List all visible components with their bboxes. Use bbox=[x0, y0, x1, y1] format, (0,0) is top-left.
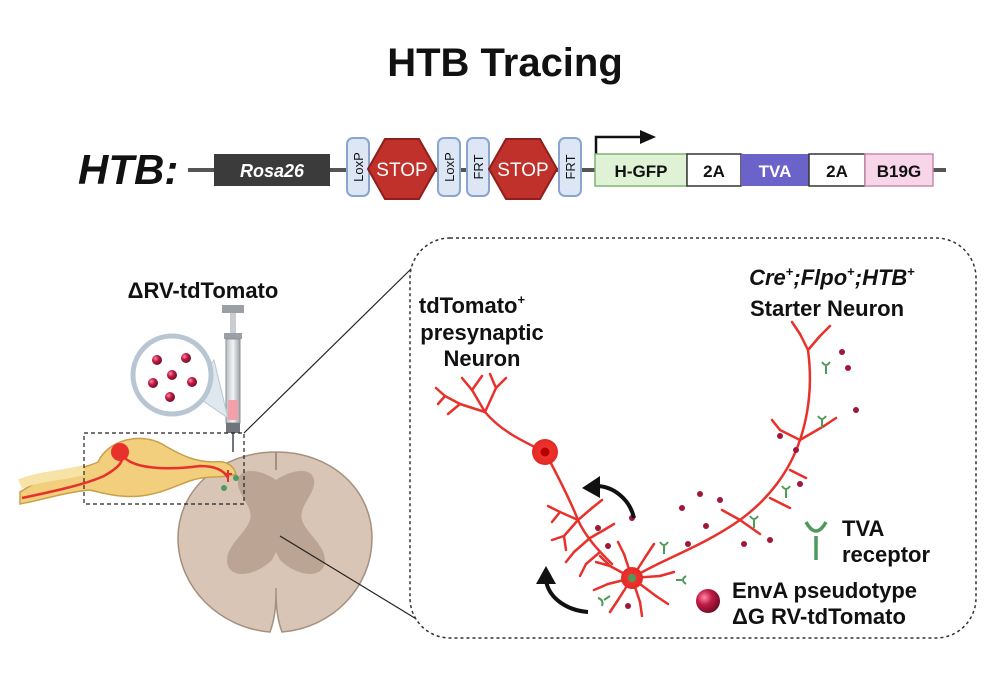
promoter-arrowhead-icon bbox=[640, 130, 656, 144]
frt-site-2 bbox=[558, 137, 582, 197]
hgfp-label: H-GFP bbox=[615, 162, 668, 181]
starter-neuron bbox=[592, 320, 838, 618]
starter-label-line2: Starter Neuron bbox=[750, 296, 904, 321]
starter-nucleus bbox=[628, 574, 636, 582]
rosa26-box bbox=[214, 154, 330, 186]
tva-legend-label-2: receptor bbox=[842, 542, 930, 567]
starter-htb-plus: + bbox=[907, 264, 915, 279]
envA-legend-label-2: ΔG RV-tdTomato bbox=[732, 604, 906, 629]
starter-cre-plus: + bbox=[786, 264, 794, 279]
loxp-label-2: LoxP bbox=[442, 152, 457, 182]
stop-label-1: STOP bbox=[376, 160, 427, 181]
starter-cre: Cre bbox=[749, 265, 786, 290]
stop-cassette-1 bbox=[366, 138, 438, 200]
tva-label: TVA bbox=[759, 162, 792, 181]
starter-sep-1: ; bbox=[793, 265, 800, 290]
envA-legend-label-1: EnvA pseudotype bbox=[732, 578, 917, 603]
virus-particles bbox=[595, 349, 859, 609]
drg-green-dot-2 bbox=[221, 485, 227, 491]
zoom-selection-box bbox=[83, 432, 245, 505]
drg-neuron-soma bbox=[111, 443, 129, 461]
stop-cassette-2 bbox=[487, 138, 559, 200]
presynaptic-label-line2: presynaptic bbox=[420, 320, 544, 345]
retrograde-arrowhead-lower-icon bbox=[536, 566, 556, 584]
tva-box bbox=[741, 154, 809, 186]
drg-axon bbox=[21, 453, 230, 500]
starter-flpo-plus: + bbox=[847, 264, 855, 279]
retrograde-arrow-upper bbox=[595, 484, 636, 519]
b19g-box bbox=[864, 153, 934, 187]
starter-genotype-label: Cre+;Flpo+;HTB+ bbox=[749, 264, 915, 290]
presynaptic-label-line1: tdTomato+ bbox=[419, 292, 526, 318]
virus-legend-icon bbox=[696, 589, 720, 613]
tva-legend-icon bbox=[804, 521, 828, 560]
drg-ganglion bbox=[18, 437, 237, 505]
loxp-label-1: LoxP bbox=[351, 152, 366, 182]
twoa-label-2: 2A bbox=[826, 162, 848, 181]
presynaptic-tdtomato: tdTomato bbox=[419, 293, 518, 318]
rosa26-label: Rosa26 bbox=[240, 161, 305, 181]
twoa-box-1 bbox=[686, 153, 742, 187]
frt-label-2: FRT bbox=[563, 154, 578, 179]
retrograde-arrowhead-upper-icon bbox=[582, 476, 600, 498]
injection-label: ΔRV-tdTomato bbox=[128, 278, 279, 303]
htb-construct: HTB: Rosa26 LoxP STOP LoxP FRT STOP FRT … bbox=[78, 130, 946, 200]
presynaptic-neuron bbox=[434, 372, 616, 578]
zoom-line-bottom bbox=[279, 535, 419, 621]
virus-magnifier bbox=[130, 333, 214, 417]
loxp-site-2 bbox=[437, 137, 461, 197]
tva-receptors bbox=[597, 361, 831, 607]
spinal-cord-section bbox=[177, 451, 373, 633]
drg-terminal bbox=[224, 470, 232, 482]
starter-htb: HTB bbox=[862, 265, 907, 290]
presynaptic-nucleus bbox=[540, 447, 550, 457]
starter-flpo: Flpo bbox=[801, 265, 847, 290]
b19g-label: B19G bbox=[877, 162, 921, 181]
zoom-line-top bbox=[243, 267, 413, 434]
drg-green-dot-1 bbox=[233, 475, 239, 481]
frt-label-1: FRT bbox=[471, 154, 486, 179]
promoter-arrow-icon bbox=[594, 135, 640, 154]
presynaptic-plus: + bbox=[517, 292, 525, 307]
stop-label-2: STOP bbox=[497, 160, 548, 181]
inset-panel bbox=[409, 237, 977, 639]
twoa-label-1: 2A bbox=[703, 162, 725, 181]
starter-sep-2: ; bbox=[855, 265, 862, 290]
tva-legend-label-1: TVA bbox=[842, 516, 884, 541]
syringe-icon bbox=[222, 305, 244, 452]
construct-label: HTB: bbox=[78, 146, 178, 193]
page-title: HTB Tracing bbox=[387, 41, 623, 85]
presynaptic-label-line3: Neuron bbox=[444, 346, 521, 371]
